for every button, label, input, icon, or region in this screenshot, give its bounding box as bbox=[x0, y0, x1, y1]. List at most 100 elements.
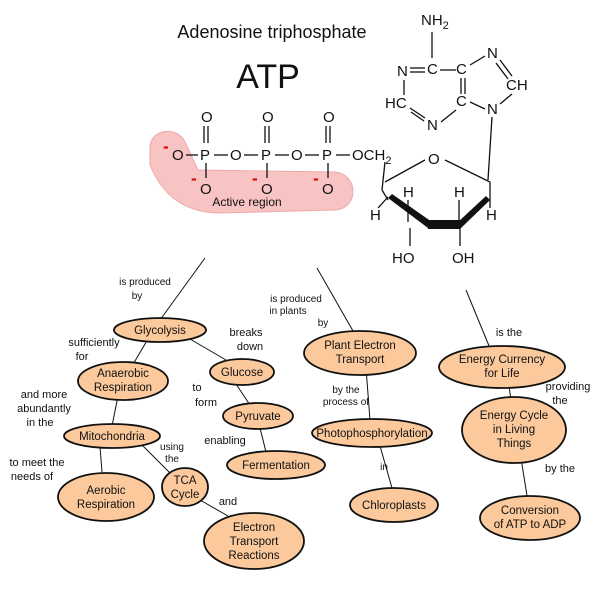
link-sufficiently-2: for bbox=[76, 351, 89, 363]
svg-text:Energy Currency: Energy Currency bbox=[459, 354, 546, 366]
phosphorus-1: P bbox=[200, 147, 210, 164]
svg-text:TCA: TCA bbox=[174, 475, 197, 487]
node-pyruvate[interactable]: Pyruvate bbox=[222, 402, 294, 430]
svg-text:Respiration: Respiration bbox=[77, 499, 135, 511]
link-is-the: is the bbox=[496, 327, 522, 339]
o-minus-2: O bbox=[261, 181, 273, 198]
svg-text:Things: Things bbox=[497, 438, 532, 450]
molecule-abbrev: ATP bbox=[236, 58, 300, 96]
node-mitochondria[interactable]: Mitochondria bbox=[63, 423, 161, 449]
svg-text:Respiration: Respiration bbox=[94, 382, 152, 394]
phosphate-o-2: O bbox=[262, 109, 274, 126]
o-minus-3: O bbox=[322, 181, 334, 198]
node-fermentation[interactable]: Fermentation bbox=[226, 450, 326, 480]
svg-text:Reactions: Reactions bbox=[228, 550, 279, 562]
link-providing-2: the bbox=[552, 395, 567, 407]
ribose-ring: O H H H H HO OH bbox=[370, 151, 497, 267]
svg-text:Transport: Transport bbox=[230, 536, 280, 548]
node-photophosphorylation[interactable]: Photophosphorylation bbox=[311, 418, 433, 448]
link-and-more-1: and more bbox=[21, 389, 67, 401]
svg-text:Glycolysis: Glycolysis bbox=[134, 325, 186, 337]
node-aerobic-respiration[interactable]: Aerobic Respiration bbox=[57, 472, 155, 522]
svg-text:Anaerobic: Anaerobic bbox=[97, 368, 149, 380]
svg-text:Energy Cycle: Energy Cycle bbox=[480, 410, 548, 422]
ring-c-top: C bbox=[427, 61, 438, 78]
node-plant-electron-transport[interactable]: Plant Electron Transport bbox=[303, 330, 417, 376]
hydroxyl-2: OH bbox=[452, 250, 475, 267]
link-using-2: the bbox=[165, 454, 179, 465]
ring-c-middle: C bbox=[456, 61, 467, 78]
svg-text:of ATP to ADP: of ATP to ADP bbox=[494, 519, 567, 531]
link-providing-1: providing bbox=[546, 381, 591, 393]
link-to-meet-1: to meet the bbox=[9, 457, 64, 469]
phosphate-o-1: O bbox=[201, 109, 213, 126]
phosphate-chain: O O O - O P O P O P OCH2 - O - O - O bbox=[163, 109, 391, 198]
svg-text:Cycle: Cycle bbox=[171, 489, 200, 501]
link-breaks-1: breaks bbox=[229, 327, 263, 339]
ribose-h-2: H bbox=[403, 184, 414, 201]
node-electron-transport[interactable]: Electron Transport Reactions bbox=[203, 512, 305, 570]
phosphorus-3: P bbox=[322, 147, 332, 164]
node-conversion[interactable]: Conversion of ATP to ADP bbox=[479, 495, 581, 541]
link-enabling: enabling bbox=[204, 435, 246, 447]
link-process-1: by the bbox=[332, 385, 360, 396]
ch2-link: OCH2 bbox=[352, 147, 391, 167]
link-and-more-3: in the bbox=[27, 417, 54, 429]
svg-text:Glucose: Glucose bbox=[221, 367, 263, 379]
node-energy-currency[interactable]: Energy Currency for Life bbox=[438, 345, 566, 389]
ring-n-3: N bbox=[487, 45, 498, 62]
svg-text:Plant Electron: Plant Electron bbox=[324, 340, 396, 352]
link-process-2: process of bbox=[323, 397, 369, 408]
link-to-meet-2: needs of bbox=[11, 471, 54, 483]
concept-nodes: Glycolysis Anaerobic Respiration Mitocho… bbox=[57, 317, 581, 570]
link-is-produced-by-1: is produced bbox=[119, 277, 171, 288]
molecule-name: Adenosine triphosphate bbox=[177, 22, 366, 42]
charge-3: - bbox=[252, 169, 258, 188]
adenine-ring: NH2 C N HC N C C N CH N bbox=[385, 12, 528, 181]
phosphate-o-3: O bbox=[323, 109, 335, 126]
link-sufficiently-1: sufficiently bbox=[68, 337, 120, 349]
svg-text:Photophosphorylation: Photophosphorylation bbox=[316, 428, 427, 440]
link-using-1: using bbox=[160, 442, 184, 453]
ring-n-4: N bbox=[487, 101, 498, 118]
o-minus-1: O bbox=[200, 181, 212, 198]
link-to-form-1: to bbox=[192, 382, 201, 394]
bridge-o-1: O bbox=[230, 147, 242, 164]
active-region-highlight bbox=[149, 130, 354, 214]
ring-c-bottom: C bbox=[456, 93, 467, 110]
node-chloroplasts[interactable]: Chloroplasts bbox=[349, 487, 439, 523]
node-glucose[interactable]: Glucose bbox=[209, 358, 275, 386]
ribose-h-3: H bbox=[454, 184, 465, 201]
svg-text:Conversion: Conversion bbox=[501, 505, 559, 517]
ribose-h-4: H bbox=[486, 207, 497, 224]
svg-text:Aerobic: Aerobic bbox=[87, 485, 126, 497]
link-by-the: by the bbox=[545, 463, 575, 475]
node-energy-cycle[interactable]: Energy Cycle in Living Things bbox=[461, 396, 567, 464]
ring-ch: CH bbox=[506, 77, 528, 94]
charge-1: - bbox=[163, 137, 169, 156]
svg-text:Electron: Electron bbox=[233, 522, 275, 534]
ring-n-2: N bbox=[427, 117, 438, 134]
link-to-form-2: form bbox=[195, 397, 217, 409]
ribose-h-1: H bbox=[370, 207, 381, 224]
link-plants-3: by bbox=[318, 318, 329, 329]
link-plants-1: is produced bbox=[270, 294, 322, 305]
node-anaerobic-respiration[interactable]: Anaerobic Respiration bbox=[77, 361, 169, 401]
charge-2: - bbox=[191, 169, 197, 188]
link-is-produced-by-2: by bbox=[132, 291, 143, 302]
svg-text:Transport: Transport bbox=[336, 354, 386, 366]
node-glycolysis[interactable]: Glycolysis bbox=[113, 317, 207, 343]
svg-text:in Living: in Living bbox=[493, 424, 535, 436]
hydroxyl-1: HO bbox=[392, 250, 415, 267]
link-in: in bbox=[380, 462, 388, 473]
ring-n-1: N bbox=[397, 63, 408, 80]
svg-text:Fermentation: Fermentation bbox=[242, 460, 310, 472]
ring-hc: HC bbox=[385, 95, 407, 112]
bridge-o-2: O bbox=[291, 147, 303, 164]
node-tca-cycle[interactable]: TCA Cycle bbox=[161, 467, 209, 507]
svg-text:Chloroplasts: Chloroplasts bbox=[362, 500, 426, 512]
ring-oxygen: O bbox=[428, 151, 440, 168]
svg-text:Mitochondria: Mitochondria bbox=[79, 431, 145, 443]
link-plants-2: in plants bbox=[269, 306, 306, 317]
